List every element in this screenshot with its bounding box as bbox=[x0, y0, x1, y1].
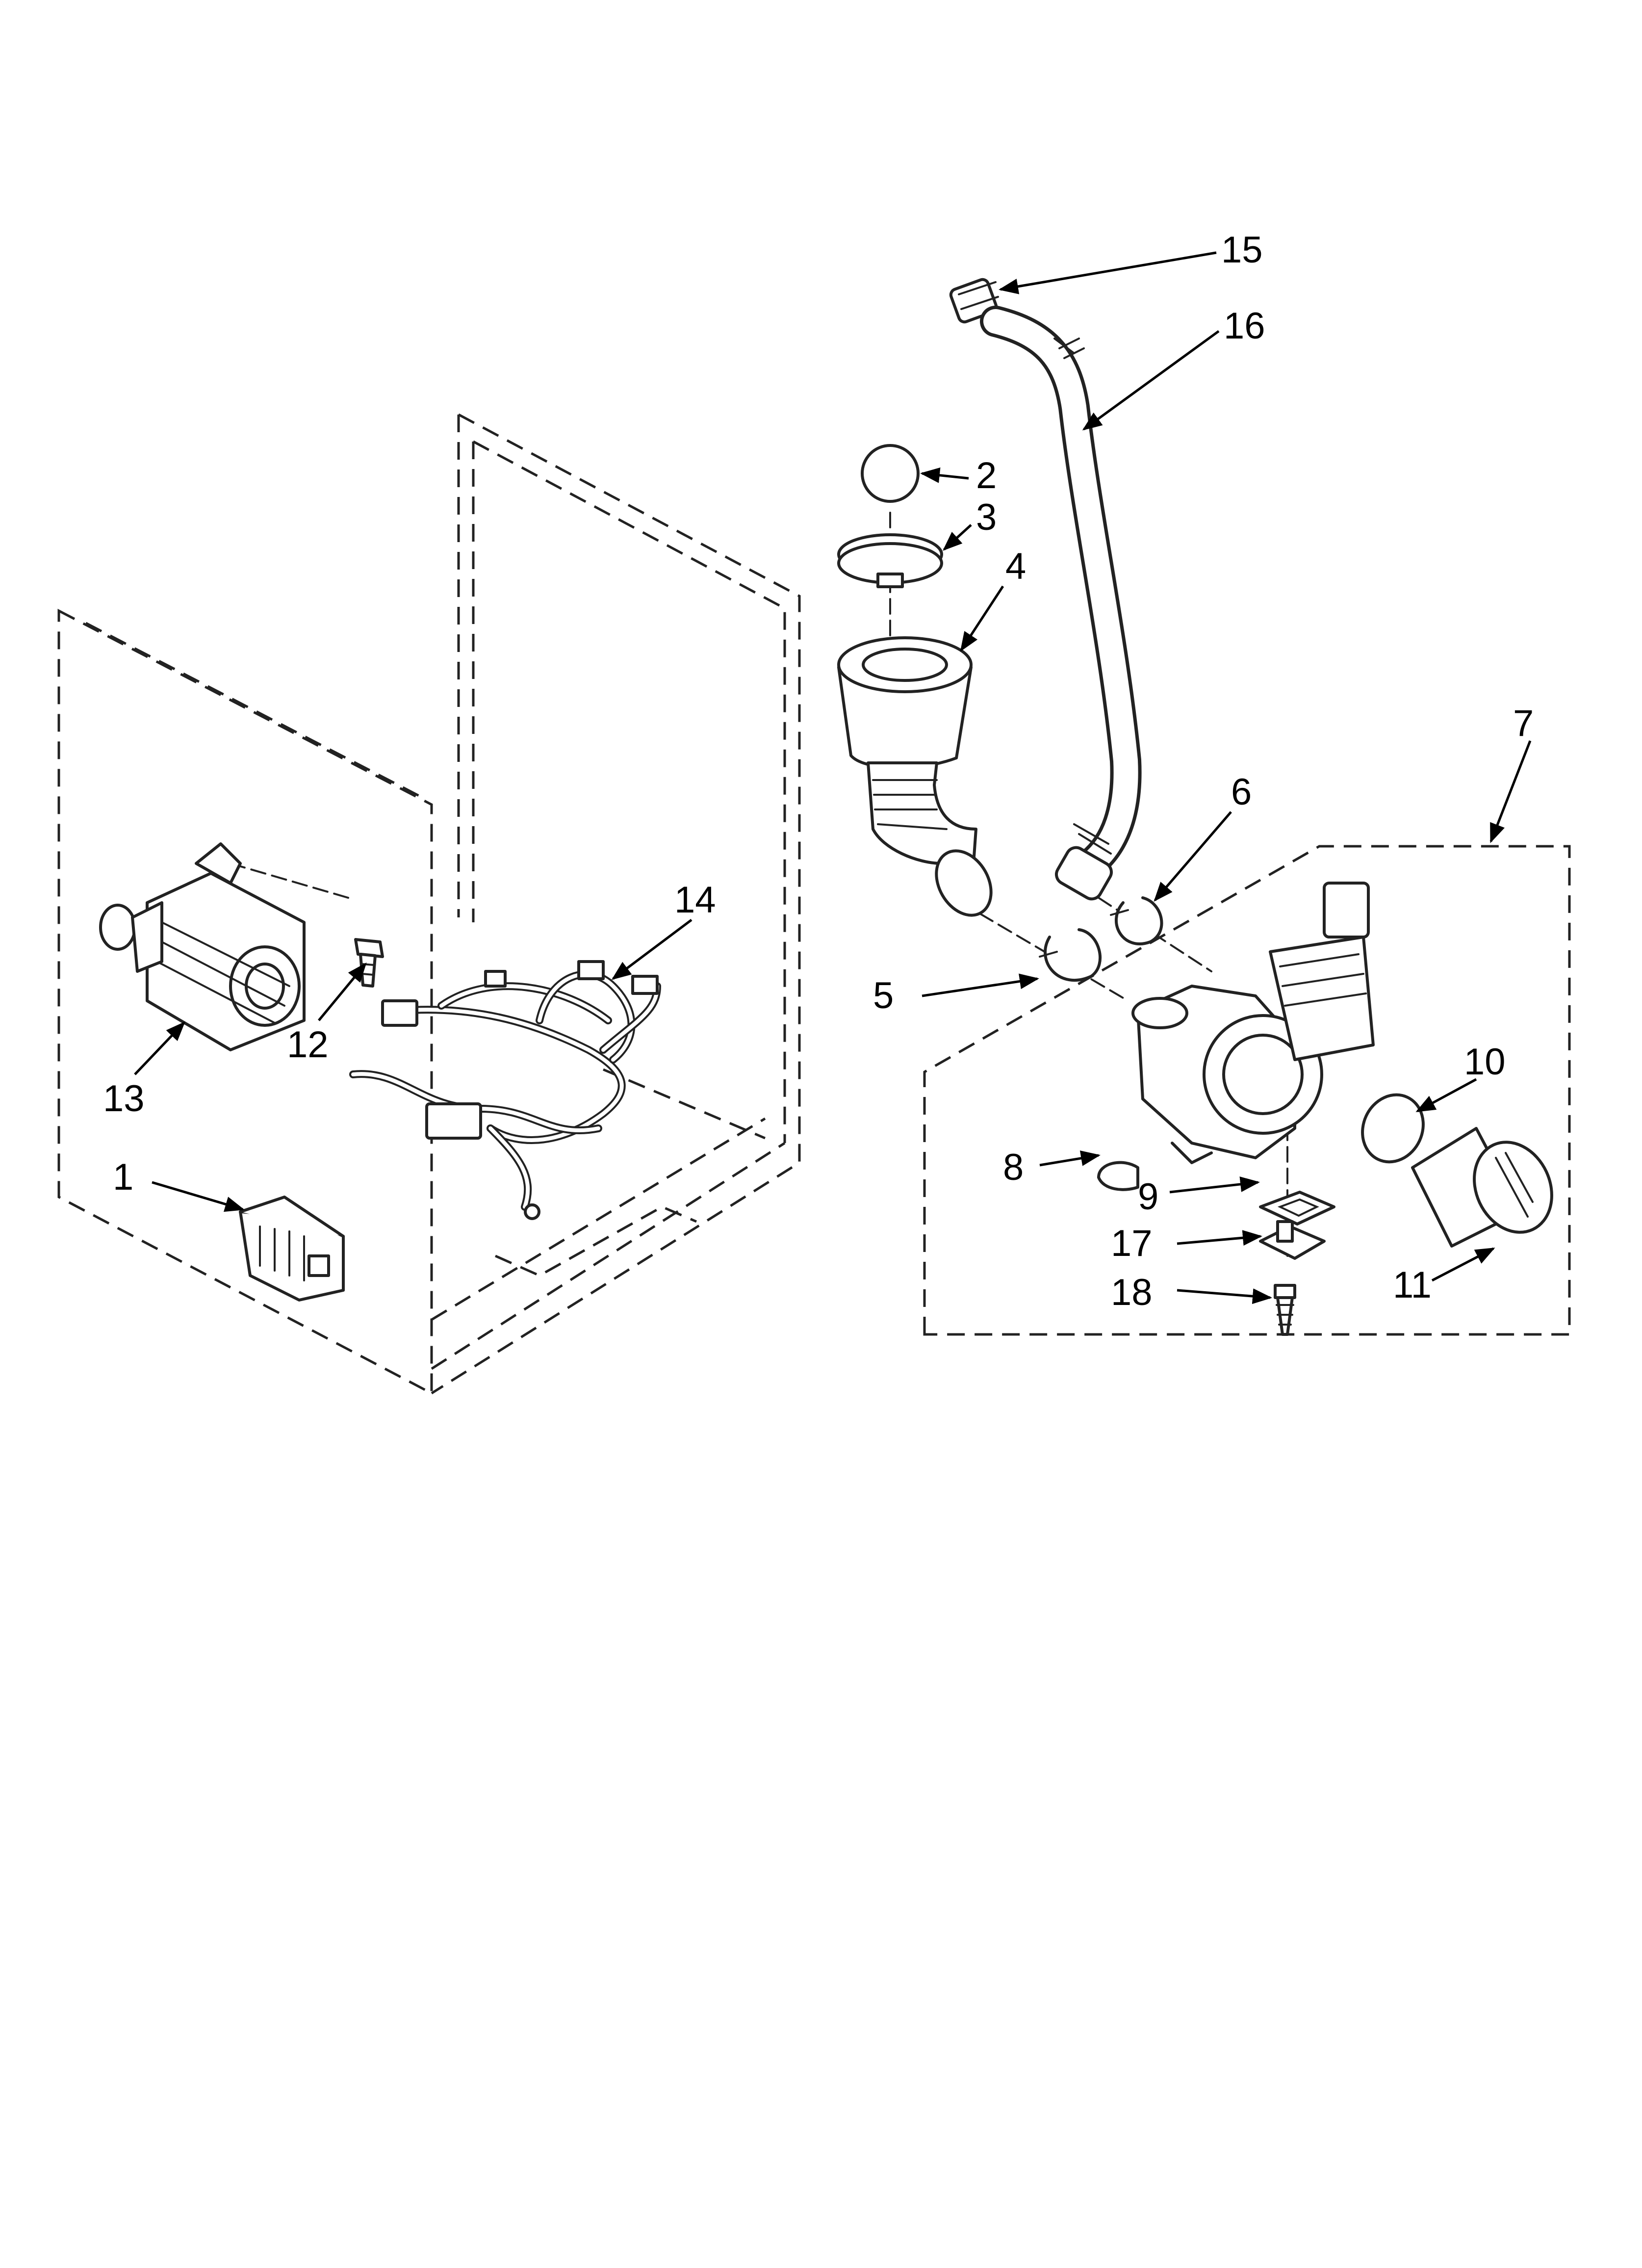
callout-6: 6 bbox=[1231, 771, 1252, 813]
sump-bellows-part bbox=[837, 636, 993, 917]
callout-pointers bbox=[134, 251, 1532, 1304]
pointer-9 bbox=[1169, 1176, 1260, 1194]
motor-part-13 bbox=[99, 842, 306, 1051]
pointer-17 bbox=[1177, 1230, 1262, 1246]
pointer-4 bbox=[960, 585, 1004, 652]
callout-4: 4 bbox=[1005, 546, 1026, 587]
alignment-lines bbox=[230, 512, 1288, 1257]
callout-17: 17 bbox=[1111, 1223, 1153, 1264]
bolt-part-12 bbox=[354, 938, 384, 988]
bracket-part-17 bbox=[1259, 1220, 1326, 1260]
pointer-10 bbox=[1415, 1078, 1477, 1113]
pointer-18 bbox=[1177, 1288, 1272, 1304]
pointer-15 bbox=[999, 251, 1217, 294]
callout-labels: 15 16 2 3 4 7 6 14 5 12 13 1 10 8 9 17 1… bbox=[103, 229, 1534, 1313]
callout-3: 3 bbox=[976, 496, 997, 538]
callout-10: 10 bbox=[1464, 1041, 1506, 1083]
control-board-part-1 bbox=[239, 1196, 345, 1302]
pointer-7 bbox=[1489, 740, 1532, 843]
callout-14: 14 bbox=[674, 879, 716, 921]
screw-part-18 bbox=[1274, 1284, 1296, 1336]
pointer-2 bbox=[920, 467, 969, 483]
pointer-6 bbox=[1154, 811, 1232, 902]
pointer-1 bbox=[152, 1181, 245, 1212]
callout-1: 1 bbox=[113, 1156, 133, 1198]
cap-part bbox=[861, 444, 920, 503]
cabinet-outline bbox=[57, 413, 801, 1396]
callout-8: 8 bbox=[1003, 1147, 1024, 1188]
callout-18: 18 bbox=[1111, 1272, 1153, 1313]
o-ring-part-10 bbox=[1361, 1093, 1425, 1164]
drain-pump-part bbox=[1131, 882, 1375, 1164]
pointer-14 bbox=[611, 919, 693, 980]
filter-part-11 bbox=[1411, 1127, 1553, 1248]
callout-5: 5 bbox=[873, 975, 894, 1017]
pointer-3 bbox=[943, 524, 972, 551]
clamp-part-5 bbox=[1039, 928, 1102, 982]
callout-11: 11 bbox=[1393, 1264, 1432, 1306]
pointer-12 bbox=[318, 962, 367, 1021]
pointer-13 bbox=[134, 1021, 185, 1075]
callout-7: 7 bbox=[1513, 703, 1534, 744]
callout-12: 12 bbox=[287, 1024, 329, 1066]
clamp-ring-part bbox=[837, 533, 943, 588]
callout-16: 16 bbox=[1224, 305, 1265, 347]
pointer-11 bbox=[1431, 1247, 1495, 1282]
pointer-5 bbox=[922, 973, 1039, 997]
cover-part-8 bbox=[1097, 1161, 1139, 1191]
drain-hose-part bbox=[980, 306, 1142, 901]
pointer-8 bbox=[1039, 1150, 1101, 1167]
callout-13: 13 bbox=[103, 1078, 145, 1120]
callout-9: 9 bbox=[1138, 1176, 1158, 1218]
callout-15: 15 bbox=[1221, 229, 1263, 271]
pointer-16 bbox=[1082, 330, 1220, 431]
wire-harness-part-14 bbox=[349, 960, 661, 1220]
callout-2: 2 bbox=[976, 455, 997, 496]
gasket-part-9 bbox=[1259, 1191, 1335, 1225]
clamp-part-6 bbox=[1110, 896, 1163, 945]
